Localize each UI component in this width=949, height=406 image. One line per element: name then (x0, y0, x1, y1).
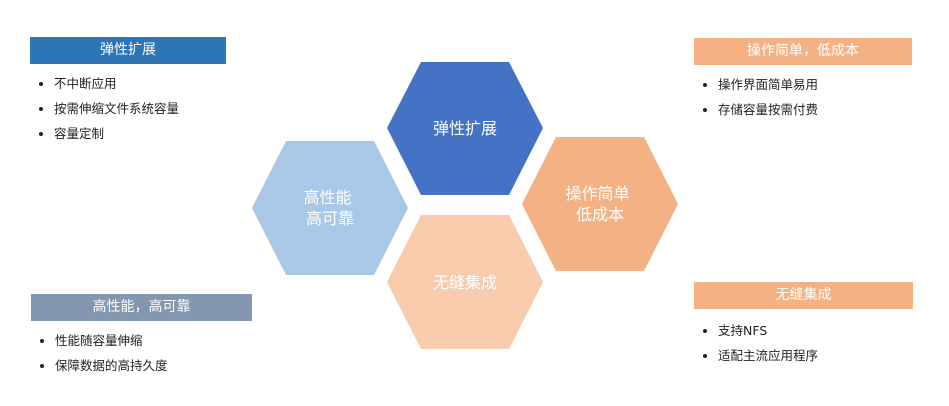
panel-simple-list: 操作界面简单易用 存储容量按需付费 (694, 72, 912, 122)
list-item: 存储容量按需付费 (694, 97, 912, 122)
panel-simple-title: 操作简单，低成本 (694, 38, 912, 65)
panel-performance-title: 高性能，高可靠 (31, 294, 252, 321)
hexagon-seamless-integration: 无缝集成 (387, 215, 543, 349)
hexagon-integration-shape (387, 215, 543, 349)
list-item: 适配主流应用程序 (694, 343, 913, 368)
panel-seamless-integration: 无缝集成 支持NFS 适配主流应用程序 (694, 282, 913, 368)
panel-integration-title: 无缝集成 (694, 282, 913, 309)
hexagon-performance-shape (252, 141, 408, 275)
hexagon-integration-label: 无缝集成 (433, 273, 497, 292)
list-item: 保障数据的高持久度 (31, 353, 252, 378)
list-item: 支持NFS (694, 318, 913, 343)
panel-elastic-title: 弹性扩展 (30, 37, 226, 64)
list-item: 容量定制 (30, 121, 226, 146)
list-item: 操作界面简单易用 (694, 72, 912, 97)
hexagon-simple-label: 操作简单 低成本 (565, 184, 634, 224)
list-item: 不中断应用 (30, 71, 226, 96)
panel-elastic-list: 不中断应用 按需伸缩文件系统容量 容量定制 (30, 71, 226, 146)
hexagon-elastic-shape (387, 62, 543, 195)
hexagon-high-performance: 高性能 高可靠 (252, 141, 408, 275)
hexagon-elastic-scaling: 弹性扩展 (387, 62, 543, 195)
panel-integration-list: 支持NFS 适配主流应用程序 (694, 318, 913, 368)
hexagon-simple-shape (522, 137, 678, 271)
hexagon-performance-label: 高性能 高可靠 (303, 188, 356, 228)
hexagon-simple-low-cost: 操作简单 低成本 (522, 137, 678, 271)
list-item: 性能随容量伸缩 (31, 328, 252, 353)
panel-high-performance: 高性能，高可靠 性能随容量伸缩 保障数据的高持久度 (31, 294, 252, 378)
panel-performance-list: 性能随容量伸缩 保障数据的高持久度 (31, 328, 252, 378)
hexagon-elastic-label: 弹性扩展 (433, 119, 497, 138)
panel-simple-low-cost: 操作简单，低成本 操作界面简单易用 存储容量按需付费 (694, 38, 912, 122)
list-item: 按需伸缩文件系统容量 (30, 96, 226, 121)
panel-elastic-scaling: 弹性扩展 不中断应用 按需伸缩文件系统容量 容量定制 (30, 37, 226, 146)
